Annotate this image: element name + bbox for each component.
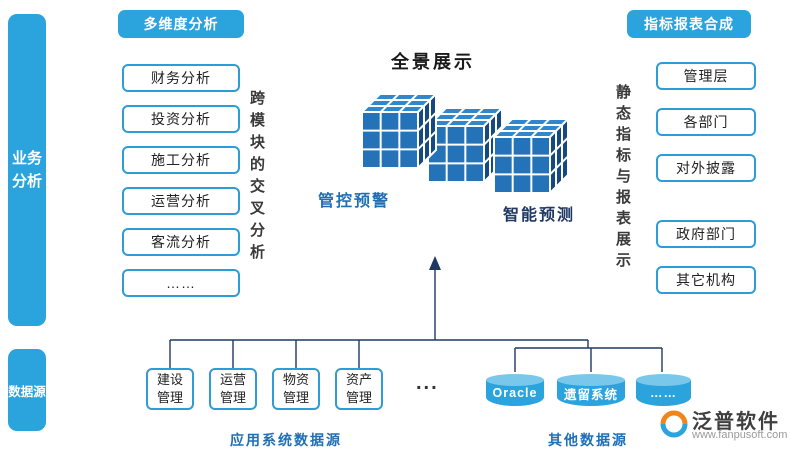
app-system-box: 资产 管理 — [335, 368, 383, 410]
report-item: 管理层 — [656, 62, 756, 90]
cross-module-note: 跨模块的交叉分析 — [248, 90, 265, 266]
database-cylinder-oracle: Oracle — [486, 374, 544, 406]
sidebar-tab-business-analysis: 业务 分析 — [8, 14, 46, 326]
database-cylinder-legacy: 遗留系统 — [557, 374, 625, 406]
brand-name: 泛普软件 — [692, 411, 780, 433]
multidim-item: 客流分析 — [122, 228, 240, 256]
multidim-item: 施工分析 — [122, 146, 240, 174]
report-header: 指标报表合成 — [627, 10, 751, 38]
fanpu-logo-icon — [660, 410, 688, 438]
static-indicator-note: 静态指标与报表展示 — [614, 84, 631, 273]
multidim-header: 多维度分析 — [118, 10, 244, 38]
app-system-box: 运营 管理 — [209, 368, 257, 410]
app-system-box: 建设 管理 — [146, 368, 194, 410]
report-item: 各部门 — [656, 108, 756, 136]
panorama-title: 全景展示 — [391, 52, 475, 72]
multidim-item: 运营分析 — [122, 187, 240, 215]
report-item: 对外披露 — [656, 154, 756, 182]
ellipsis-more: ... — [416, 372, 439, 394]
database-cylinder-more: …… — [636, 374, 691, 406]
arrow-up-icon — [429, 256, 441, 270]
multidim-item: 投资分析 — [122, 105, 240, 133]
app-system-box: 物资 管理 — [272, 368, 320, 410]
control-warning-label: 管控预警 — [318, 193, 391, 210]
smart-predict-label: 智能预测 — [503, 207, 576, 224]
app-source-label: 应用系统数据源 — [230, 432, 342, 448]
report-item: 政府部门 — [656, 220, 756, 248]
other-source-label: 其他数据源 — [548, 432, 628, 448]
data-cubes-graphic — [361, 93, 569, 194]
sidebar-tab-datasource: 数据源 — [8, 349, 46, 431]
multidim-item: …… — [122, 269, 240, 297]
multidim-item: 财务分析 — [122, 64, 240, 92]
report-item: 其它机构 — [656, 266, 756, 294]
brand-url: www.fanpusoft.com — [692, 429, 788, 441]
